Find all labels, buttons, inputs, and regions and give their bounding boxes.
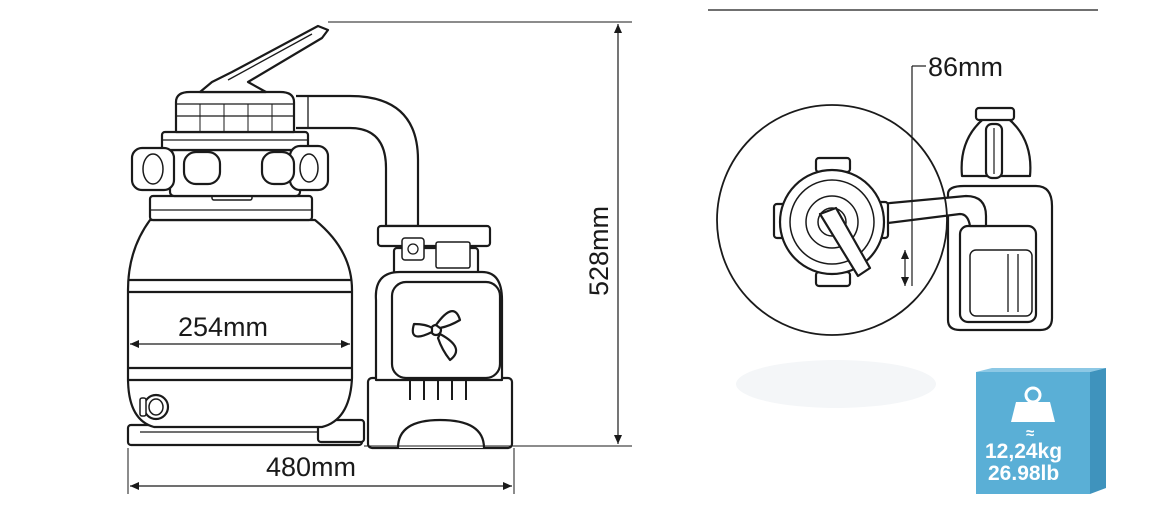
multiport-valve xyxy=(130,90,330,198)
connecting-hose xyxy=(296,94,420,228)
dimension-lines-side xyxy=(127,21,632,494)
top-view xyxy=(708,9,1098,336)
fan-icon xyxy=(411,310,462,362)
floor-shadow xyxy=(736,360,936,408)
side-view-filter-pump xyxy=(126,24,514,450)
valve-handle xyxy=(198,24,330,94)
pump-top-view xyxy=(946,106,1054,332)
dimension-lines-top xyxy=(901,65,926,286)
drain-plug xyxy=(139,393,170,421)
height-label: 528mm xyxy=(584,206,614,296)
weight-lb-label: 26.98lb xyxy=(988,462,1059,485)
offset-label: 86mm xyxy=(928,52,1003,82)
weight-kg-label: 12,24kg xyxy=(985,440,1062,463)
weight-icon xyxy=(1011,386,1055,422)
hose-top-view xyxy=(878,194,988,228)
filter-tank xyxy=(126,189,354,429)
tank-width-label: 254mm xyxy=(178,312,268,342)
approx-symbol: ≈ xyxy=(1026,425,1034,442)
base-width-label: 480mm xyxy=(266,452,356,482)
valve-top-view xyxy=(772,156,890,288)
detail-magnifier-circle xyxy=(716,104,948,336)
base-platform xyxy=(126,418,366,447)
weight-badge: ≈ 12,24kg 26.98lb xyxy=(976,368,1106,494)
